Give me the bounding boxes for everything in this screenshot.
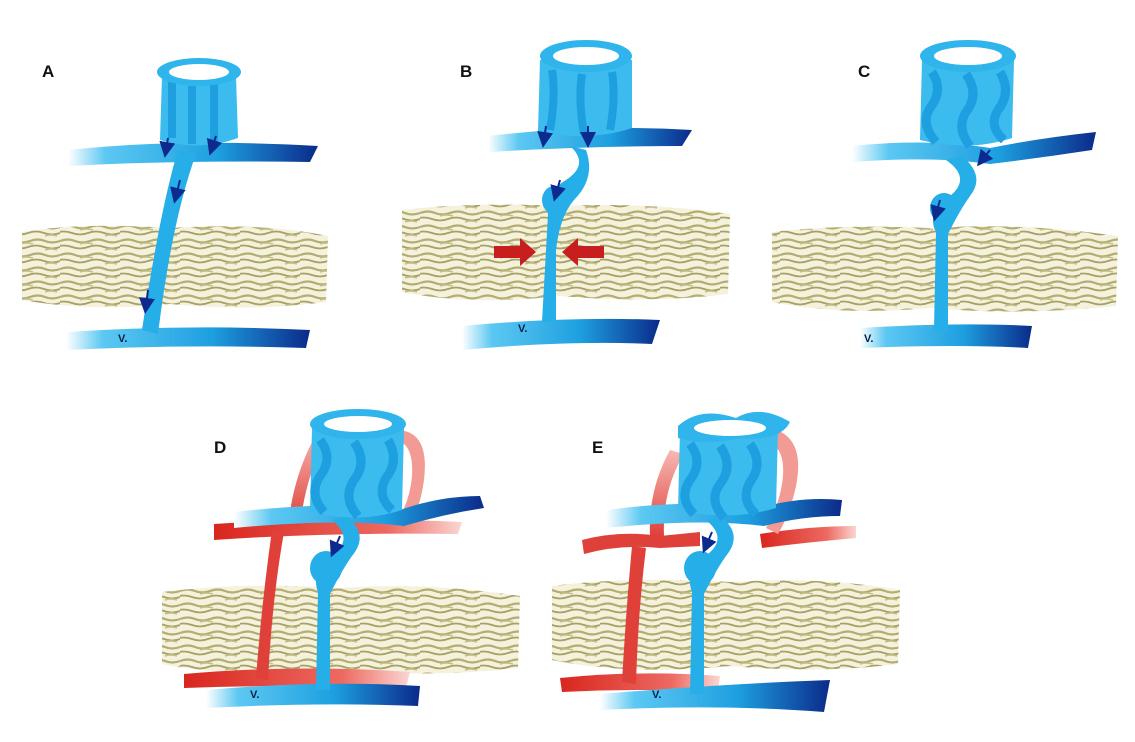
flow-arrow-icon [139,289,155,314]
deep-vein [66,327,310,350]
panel-e: E V. [552,411,900,712]
fascia-layer [22,225,328,308]
artery [184,668,410,688]
deep-vein [206,683,420,708]
fascia-layer [552,579,900,670]
panel-d-letter: D [214,438,226,457]
artery [560,673,720,692]
vein-label: V. [118,333,127,345]
flow-arrow-icon [329,535,345,558]
perforator-vein [316,516,360,690]
artery [288,428,330,526]
perforator-vein [933,156,977,330]
deep-vein [860,324,1032,348]
flow-arrow-icon [930,199,946,222]
flow-arrow-icon [550,179,566,202]
compression-arrows-icon [494,238,604,266]
panel-c: C V. [772,40,1118,348]
flow-arrow-icon [977,148,994,167]
flow-arrow-icon [159,137,176,158]
artery [392,430,425,526]
artery [760,526,856,548]
artery [582,532,700,554]
fascia-layer [162,585,520,674]
varicose-reservoir [310,409,406,519]
flow-arrow-icon [170,179,186,204]
deep-vein [462,318,660,350]
artery [256,530,284,680]
vein-label: V. [864,333,873,345]
panel-b: B V. [402,40,730,350]
flow-arrow-icon [206,135,223,156]
deep-vein [600,680,830,712]
varicose-reservoir [157,58,241,146]
vein-label: V. [652,689,661,701]
panel-a-letter: A [42,62,54,81]
superficial-vein [852,132,1096,164]
panel-a: A V. [22,58,328,350]
panel-e-letter: E [592,438,603,457]
panel-b-letter: B [460,62,472,81]
varicose-reservoir [920,40,1016,149]
panel-c-letter: C [858,62,870,81]
flow-arrow-icon [537,125,554,148]
artery [622,546,646,684]
vein-label: V. [250,689,259,701]
panel-d: D V. [162,409,520,708]
varicose-reservoir [678,411,790,521]
vein-label: V. [518,323,527,335]
varicose-reservoir [538,40,632,137]
flow-arrow-icon [701,531,717,554]
